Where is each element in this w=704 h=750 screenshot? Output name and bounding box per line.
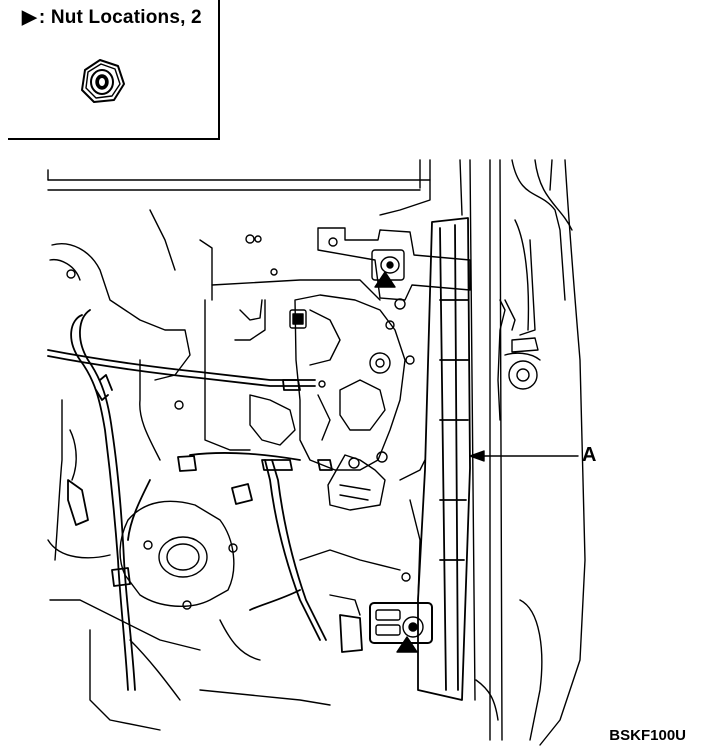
legend-label: : Nut Locations, 2 [38,7,202,28]
legend-arrow-icon: ▶ [22,7,37,28]
speaker-mount [119,500,238,610]
legend-box: ▶: Nut Locations, 2 [8,0,220,140]
glass-run-channel [417,217,471,701]
door-frame [47,159,586,746]
lock-mechanism [249,294,406,511]
figure-code: BSKF100U [609,727,686,744]
mounting-holes [66,234,415,582]
upper-nut-arrow-icon [374,271,396,288]
inner-panel [47,209,426,731]
wiring-harness [47,309,363,691]
lower-nut-bracket [369,602,433,644]
outside-handle-linkage [497,299,541,421]
callout-a-leader [469,450,579,462]
callout-a-label: A [582,444,597,466]
legend-text: ▶: Nut Locations, 2 [22,6,202,29]
upper-nut-bracket [317,227,471,301]
lower-nut-arrow-icon [396,636,418,653]
nut-icon [81,59,125,103]
